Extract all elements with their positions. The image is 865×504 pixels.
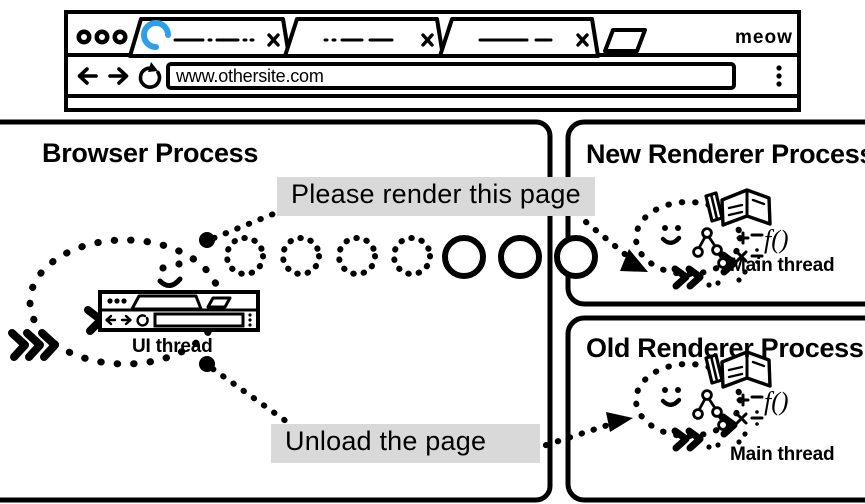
node-graph-icon (692, 227, 729, 269)
render-message-leader (199, 205, 291, 248)
browser-process-title: Browser Process (42, 138, 259, 168)
arrow-to-new-renderer (583, 219, 648, 272)
profile-label[interactable]: meow (735, 27, 793, 48)
render-message-label: Please render this page (277, 177, 595, 216)
book-icon (720, 188, 772, 227)
tab-3[interactable] (438, 17, 600, 58)
unload-message-leader (199, 356, 293, 427)
address-bar-text[interactable]: www.othersite.com (176, 66, 324, 86)
close-icon[interactable] (267, 33, 280, 47)
function-icon: f() (764, 225, 789, 254)
unload-message-label: Unload the page (271, 424, 541, 463)
pencil-ruler-icon (704, 191, 724, 223)
address-bar[interactable] (166, 62, 736, 90)
browser-face-icon (157, 260, 183, 288)
loop-chevrons-icon (8, 329, 59, 361)
reload-icon[interactable] (138, 62, 162, 89)
tab-loading-spinner-icon (141, 20, 171, 50)
new-tab-button[interactable] (603, 28, 647, 53)
ui-thread-label: UI thread (132, 336, 213, 357)
new-renderer-illustration: f() (633, 188, 789, 290)
old-renderer-thread-label: Main thread (730, 444, 835, 465)
active-tab[interactable] (128, 17, 291, 58)
window-control-dots[interactable] (76, 29, 128, 45)
kebab-menu-icon[interactable] (776, 65, 782, 87)
ipc-message-circles (224, 235, 598, 279)
ui-thread-browser-icon (98, 290, 260, 332)
math-symbols-icon (735, 231, 764, 264)
node-graph-icon (692, 389, 729, 431)
back-icon[interactable] (77, 67, 98, 85)
old-renderer-illustration: f() (633, 350, 789, 452)
close-icon[interactable] (421, 33, 434, 47)
old-renderer-title: Old Renderer Process (586, 333, 864, 363)
forward-icon[interactable] (108, 67, 129, 85)
function-icon: f() (764, 387, 789, 416)
pencil-ruler-icon (704, 353, 724, 385)
new-renderer-title: New Renderer Process (586, 139, 865, 169)
arrow-to-old-renderer (531, 412, 633, 452)
close-icon[interactable] (576, 33, 589, 47)
tab-2[interactable] (283, 17, 445, 58)
math-symbols-icon (735, 393, 764, 426)
browser-process-panel (0, 119, 553, 503)
book-icon (720, 350, 772, 389)
new-renderer-thread-label: Main thread (730, 255, 835, 276)
